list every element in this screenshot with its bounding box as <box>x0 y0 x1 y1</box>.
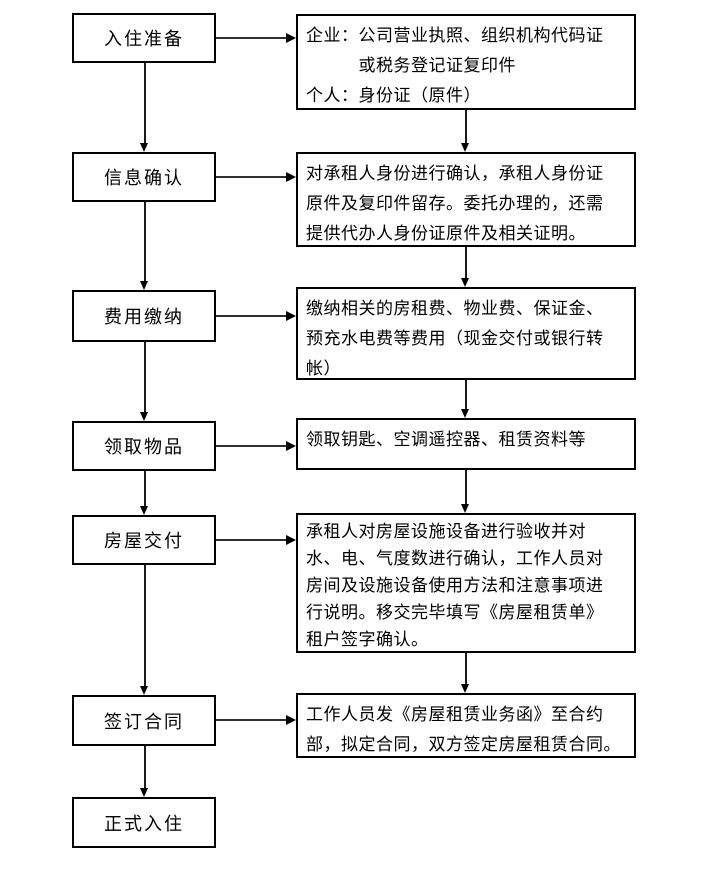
arrowhead-icon <box>286 535 296 545</box>
arrow-right-icon <box>216 172 296 182</box>
detail-box-sign-contract: 工作人员发《房屋租赁业务函》至合约 部，拟定合同，双方签定房屋租赁合同。 <box>296 693 636 758</box>
arrowhead-icon <box>461 409 469 418</box>
arrow-down-icon <box>140 746 149 797</box>
arrowhead-icon <box>140 281 148 290</box>
arrow-shaft <box>216 37 287 39</box>
arrow-shaft <box>216 176 287 178</box>
arrow-down-icon <box>140 342 149 421</box>
arrowhead-icon <box>140 788 148 797</box>
step-box-house-handover: 房屋交付 <box>72 515 216 565</box>
arrow-shaft <box>144 565 146 687</box>
arrow-shaft <box>144 202 146 282</box>
arrow-shaft <box>216 719 287 721</box>
arrow-shaft <box>144 471 146 507</box>
arrow-shaft <box>144 746 146 789</box>
arrow-shaft <box>216 445 287 447</box>
detail-box-prepare: 企业：公司营业执照、组织机构代码证 或税务登记证复印件 个人：身份证（原件） <box>296 14 636 110</box>
detail-box-confirm-info: 对承租人身份进行确认，承租人身份证 原件及复印件留存。委托办理的，还需 提供代办… <box>296 152 636 247</box>
arrowhead-icon <box>461 504 469 513</box>
arrowhead-icon <box>286 311 296 321</box>
arrow-shaft <box>465 653 467 685</box>
arrow-right-icon <box>216 33 296 43</box>
detail-box-house-handover: 承租人对房屋设施设备进行验收并对 水、电、气度数进行确认，工作人员对 房间及设施… <box>296 513 636 653</box>
arrow-shaft <box>465 380 467 410</box>
arrowhead-icon <box>140 686 148 695</box>
step-box-prepare: 入住准备 <box>72 13 216 63</box>
arrow-right-icon <box>216 535 296 545</box>
arrowhead-icon <box>140 412 148 421</box>
arrowhead-icon <box>286 715 296 725</box>
arrow-down-icon <box>461 247 470 287</box>
arrow-down-icon <box>461 110 470 152</box>
arrowhead-icon <box>286 33 296 43</box>
step-box-confirm-info: 信息确认 <box>72 152 216 202</box>
arrow-down-icon <box>140 202 149 290</box>
arrow-shaft <box>144 63 146 144</box>
step-box-sign-contract: 签订合同 <box>72 695 216 746</box>
arrowhead-icon <box>286 441 296 451</box>
arrow-down-icon <box>140 565 149 695</box>
detail-box-pay-fees: 缴纳相关的房租费、物业费、保证金、 预充水电费等费用（现金交付或银行转 帐） <box>296 287 636 380</box>
arrow-shaft <box>465 470 467 505</box>
arrow-down-icon <box>140 471 149 515</box>
arrowhead-icon <box>140 143 148 152</box>
arrowhead-icon <box>461 143 469 152</box>
arrow-shaft <box>465 247 467 279</box>
step-box-move-in: 正式入住 <box>72 797 216 848</box>
arrowhead-icon <box>140 506 148 515</box>
step-box-pay-fees: 费用缴纳 <box>72 290 216 342</box>
arrow-down-icon <box>461 470 470 513</box>
arrowhead-icon <box>461 278 469 287</box>
arrow-right-icon <box>216 715 296 725</box>
arrow-right-icon <box>216 441 296 451</box>
arrowhead-icon <box>461 684 469 693</box>
detail-box-collect-items: 领取钥匙、空调遥控器、租赁资料等 <box>296 418 636 470</box>
arrow-shaft <box>216 315 287 317</box>
arrow-down-icon <box>140 63 149 152</box>
arrow-shaft <box>465 110 467 144</box>
arrow-down-icon <box>461 380 470 418</box>
arrow-shaft <box>144 342 146 413</box>
arrow-right-icon <box>216 311 296 321</box>
arrow-shaft <box>216 539 287 541</box>
arrowhead-icon <box>286 172 296 182</box>
step-box-collect-items: 领取物品 <box>72 421 216 471</box>
arrow-down-icon <box>461 653 470 693</box>
